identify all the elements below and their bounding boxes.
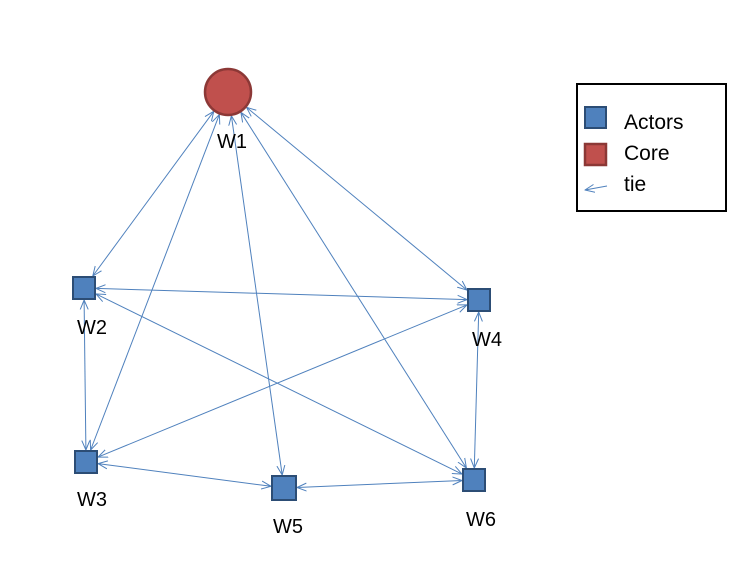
node-label-w6: W6	[466, 509, 496, 531]
legend-tie-label: tie	[624, 173, 646, 196]
node-label-w5: W5	[273, 516, 303, 538]
actor-node-w2	[72, 276, 96, 300]
tie-edge-w2-w6	[96, 294, 462, 474]
actor-node-w6	[462, 468, 486, 492]
tie-edge-w3-w5	[98, 464, 271, 487]
core-node-w1	[203, 67, 253, 117]
legend-actor-swatch	[584, 106, 607, 129]
legend-core-swatch	[583, 142, 608, 167]
tie-edge-w4-w6	[474, 312, 478, 468]
legend: Actors Core tie	[576, 83, 727, 212]
tie-edge-w2-w4	[96, 288, 467, 299]
tie-edge-w2-w3	[84, 300, 86, 450]
tie-edge-w1-w4	[247, 107, 468, 290]
node-label-w3: W3	[77, 489, 107, 511]
tie-edge-w1-w6	[241, 112, 467, 468]
tie-edge-w5-w6	[297, 481, 462, 488]
legend-actors-label: Actors	[624, 111, 684, 134]
actor-node-w4	[467, 288, 491, 312]
tie-edge-w3-w4	[98, 305, 467, 457]
node-label-w1: W1	[217, 131, 247, 153]
tie-edge-w1-w3	[91, 114, 220, 450]
tie-edge-w1-w2	[93, 111, 214, 276]
nodes-layer	[72, 67, 491, 501]
legend-tie-arrow-icon	[585, 186, 608, 190]
legend-core-label: Core	[624, 142, 670, 165]
node-label-w4: W4	[472, 329, 502, 351]
edges-layer	[84, 107, 479, 487]
tie-edge-w1-w5	[231, 116, 282, 475]
actor-node-w3	[74, 450, 98, 474]
actor-node-w5	[271, 475, 297, 501]
node-label-w2: W2	[77, 317, 107, 339]
